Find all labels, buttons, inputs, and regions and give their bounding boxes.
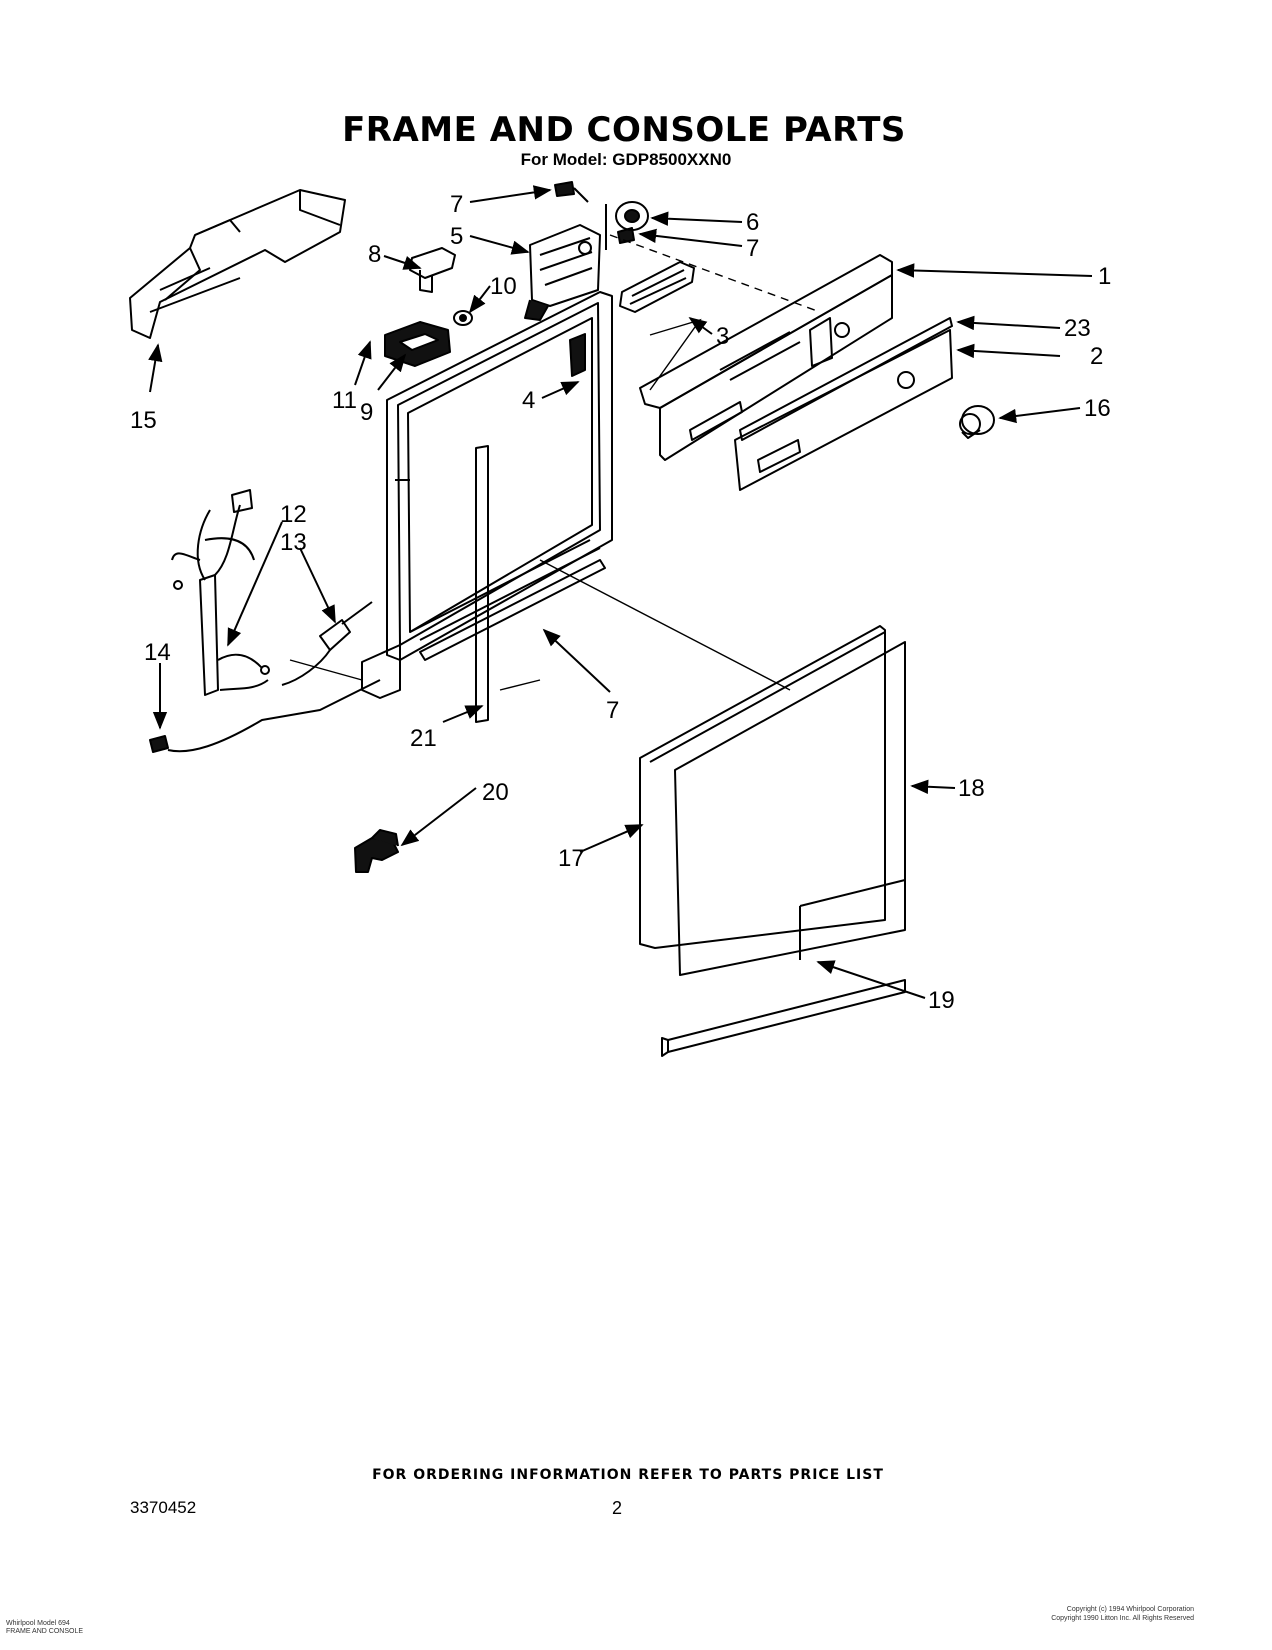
part-2-control-panel xyxy=(734,329,953,491)
page-title: FRAME AND CONSOLE PARTS xyxy=(342,110,906,150)
callout-1: 1 xyxy=(1098,263,1111,290)
callout-20: 19 xyxy=(928,987,955,1014)
callout-labels: 7 5 6 7 1 23 2 16 3 4 8 10 11 9 15 12 13… xyxy=(130,191,1111,1014)
callout-17: 16 xyxy=(1084,395,1111,422)
part-11-nut xyxy=(453,310,473,326)
callout-18: 17 xyxy=(558,845,585,872)
callout-21: 20 xyxy=(482,779,509,806)
callout-arrows xyxy=(148,185,1093,999)
page-number: 2 xyxy=(612,1498,623,1518)
part-18-outer-panel xyxy=(639,625,886,949)
callout-4: 4 xyxy=(522,387,535,414)
part-16-cover-bracket xyxy=(129,189,346,339)
callout-11: 10 xyxy=(490,273,517,300)
callout-13: 12 xyxy=(280,501,307,528)
ordering-note: FOR ORDERING INFORMATION REFER TO PARTS … xyxy=(372,1467,884,1483)
callout-7-upper: 7 xyxy=(450,191,463,218)
callout-9: 8 xyxy=(368,241,381,268)
leader-lines xyxy=(289,234,821,691)
part-10-bracket-base xyxy=(384,321,451,367)
document-number: 3370452 xyxy=(130,1498,197,1517)
part-1-console-panel xyxy=(639,254,893,461)
callout-8: 7 xyxy=(606,697,619,724)
part-8-frame-rail xyxy=(419,559,606,661)
part-14-connector xyxy=(281,601,373,686)
part-4-door-frame xyxy=(361,291,613,699)
callout-23: 23 xyxy=(1064,315,1091,342)
callout-15: 14 xyxy=(144,639,171,666)
part-15-screw xyxy=(149,735,169,753)
callout-10: 9 xyxy=(360,399,373,426)
part-19-inner-panel xyxy=(674,641,906,976)
callout-6: 6 xyxy=(746,209,759,236)
fine-print-right: Copyright (c) 1994 Whirlpool Corporation… xyxy=(1051,1606,1194,1622)
part-5-switch-assembly xyxy=(524,224,601,321)
part-3-latch xyxy=(619,261,695,313)
part-22-seal-strip xyxy=(475,445,489,723)
callout-19: 18 xyxy=(958,775,985,802)
callout-14: 13 xyxy=(280,529,307,556)
callout-5: 5 xyxy=(450,223,463,250)
part-6-cam xyxy=(605,201,649,250)
part-20-bottom-trim xyxy=(661,979,906,1057)
callout-22: 21 xyxy=(410,725,437,752)
part-17-knob xyxy=(959,405,995,439)
part-21-clip xyxy=(354,829,399,873)
callout-2: 2 xyxy=(1090,343,1103,370)
callout-16: 15 xyxy=(130,407,157,434)
fine-print-left: Whirlpool Model 694 FRAME AND CONSOLE xyxy=(6,1620,84,1635)
part-9-bracket xyxy=(409,247,456,293)
callout-7-lower: 7 xyxy=(746,235,759,262)
callout-12: 11 xyxy=(332,387,357,414)
part-13-wire-harness xyxy=(167,489,381,753)
part-7-screw-upper xyxy=(554,181,589,203)
model-subtitle: For Model: GDP8500XXN0 xyxy=(520,150,732,169)
callout-3: 3 xyxy=(716,323,729,350)
